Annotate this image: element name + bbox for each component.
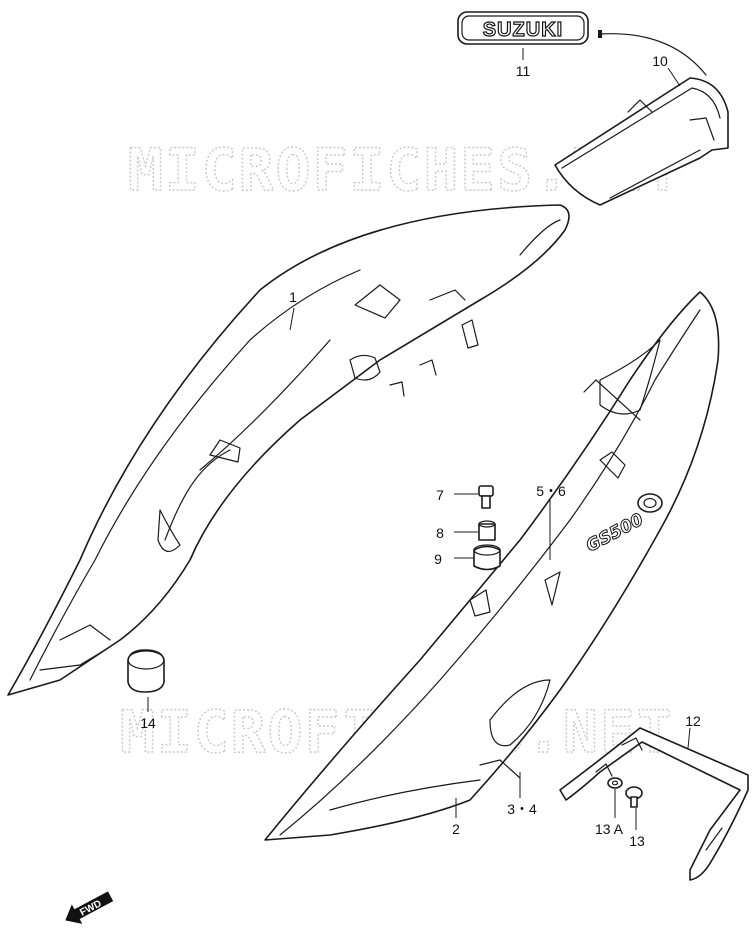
part-2-right-frame-cover[interactable]: GS500 [264,291,720,841]
part-13a-washer[interactable] [607,777,623,789]
callout-10: 10 [652,53,668,69]
callout-11: 11 [516,63,531,79]
fwd-label: FWD [78,898,103,918]
callout-3-4: 3・4 [507,801,537,817]
part-13-screw[interactable] [625,786,643,808]
part-1-left-frame-cover[interactable] [7,204,570,696]
part-9-cushion[interactable] [473,544,501,571]
callout-1: 1 [289,289,297,305]
right-cover-grommet-hole [637,493,663,513]
callout-8: 8 [436,525,444,541]
callout-7: 7 [436,487,444,503]
callout-13a: 13 A [595,821,624,837]
part-10-tail-cap[interactable] [554,77,729,206]
callout-12: 12 [685,713,701,729]
callout-2: 2 [452,821,460,837]
callout-5-6: 5・6 [536,483,566,499]
emblem-logo-text: SUZUKI [483,19,563,41]
leader-lines [147,48,691,830]
placement-arc [599,33,707,76]
part-14-grommet[interactable] [127,649,165,693]
part-11-emblem[interactable]: SUZUKI [457,11,589,45]
callout-14: 14 [140,715,156,731]
part-8-collar[interactable] [478,520,496,541]
callout-9: 9 [434,551,442,567]
part-12-bracket[interactable] [559,727,749,881]
part-7-bolt[interactable] [478,485,494,509]
callout-13: 13 [629,833,645,849]
fwd-arrow-icon: FWD [65,891,114,924]
